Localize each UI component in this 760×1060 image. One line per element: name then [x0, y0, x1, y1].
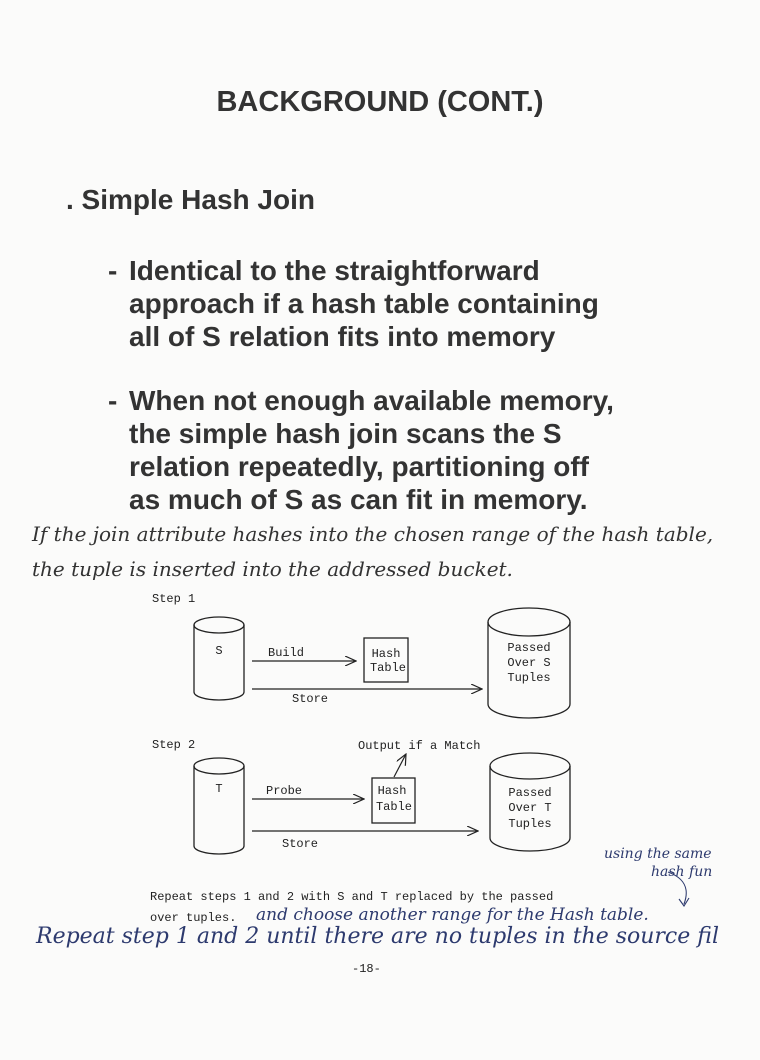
step1-label: Step 1	[152, 592, 195, 606]
bullet-line: all of S relation fits into memory	[129, 321, 556, 352]
t-relation-label: T	[215, 782, 222, 796]
passed-label: Passed	[507, 641, 550, 655]
passed-over-s-cylinder: Passed Over S Tuples	[487, 607, 571, 719]
passed-label: Tuples	[508, 817, 551, 831]
side-note-arrowhead	[678, 897, 690, 907]
handwritten-note-line: the tuple is inserted into the addressed…	[32, 557, 513, 581]
typed-note-line: over tuples.	[150, 911, 237, 925]
build-label: Build	[268, 646, 304, 660]
bullet-line: approach if a hash table containing	[129, 288, 599, 319]
side-note-line: using the same	[604, 846, 712, 862]
section-heading: . Simple Hash Join	[66, 184, 315, 215]
store-label: Store	[292, 692, 328, 706]
bullet-line: relation repeatedly, partitioning off	[129, 451, 589, 482]
output-if-match-label: Output if a Match	[358, 739, 480, 753]
passed-label: Tuples	[507, 671, 550, 685]
passed-label: Passed	[508, 786, 551, 800]
hash-table-label: Table	[370, 661, 406, 675]
bullet-line: When not enough available memory,	[129, 385, 614, 416]
probe-label: Probe	[266, 784, 302, 798]
bullet-dash: -	[108, 255, 118, 286]
typed-note-line: Repeat steps 1 and 2 with S and T replac…	[150, 890, 554, 904]
handwritten-bottom-note: Repeat step 1 and 2 until there are no t…	[36, 924, 719, 949]
bullet-line: Identical to the straightforward	[129, 255, 540, 286]
bullet-point-2: - When not enough available memory, the …	[108, 384, 708, 516]
step2-label: Step 2	[152, 738, 195, 752]
s-relation-label: S	[215, 644, 222, 658]
store-label: Store	[282, 837, 318, 851]
s-relation-cylinder: S	[193, 616, 245, 701]
hash-table-box	[371, 777, 416, 824]
t-relation-cylinder: T	[193, 757, 245, 855]
handwritten-inline-note: and choose another range for the Hash ta…	[256, 905, 649, 925]
bullet-point-1: - Identical to the straightforward appro…	[108, 254, 708, 353]
side-note-line: hash fun	[651, 864, 713, 880]
hash-table-label: Hash	[372, 647, 401, 661]
bullet-line: as much of S as can fit in memory.	[129, 484, 588, 515]
hash-table-label: Hash	[378, 784, 407, 798]
passed-label: Over T	[508, 801, 551, 815]
hash-table-box	[363, 637, 409, 683]
bullet-dash: -	[108, 385, 118, 416]
hash-table-label: Table	[376, 800, 412, 814]
bullet-line: the simple hash join scans the S	[129, 418, 562, 449]
passed-label: Over S	[507, 656, 550, 670]
page-number: -18-	[352, 962, 381, 976]
handwritten-note-line: If the join attribute hashes into the ch…	[32, 522, 714, 546]
output-arrow	[393, 754, 406, 778]
side-note-arrow	[667, 871, 687, 905]
passed-over-t-cylinder: Passed Over T Tuples	[489, 752, 571, 852]
page-title: BACKGROUND (CONT.)	[216, 86, 544, 118]
